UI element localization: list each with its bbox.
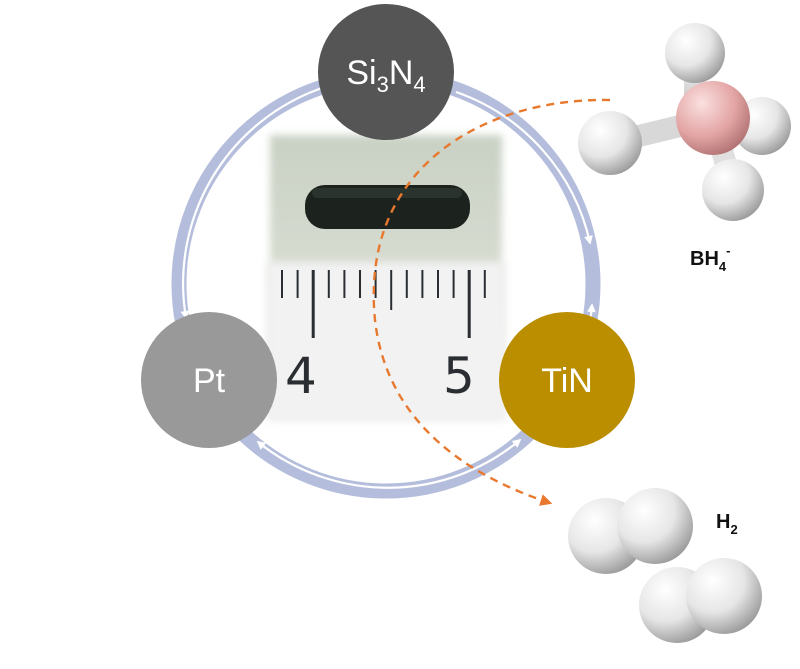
reaction-path-arrow: [372, 98, 611, 506]
node-si3n4-label: Si3N4: [346, 54, 425, 97]
node-si3n4: Si3N4: [318, 4, 454, 140]
bh4-formula: BH4-: [690, 243, 730, 274]
node-tin: TiN: [499, 312, 635, 448]
sample-highlight: [312, 188, 462, 198]
h2-molecule-lower: [639, 558, 762, 643]
cycle-arrow-bottom: [256, 438, 522, 489]
hydrogen-atom-top: [665, 23, 725, 83]
node-tin-circle: [499, 312, 635, 448]
cycle-arrow-left: [180, 86, 323, 320]
ruler-ticks: [281, 270, 486, 338]
ruler-surface: [266, 262, 506, 422]
node-pt-label: Pt: [193, 362, 226, 400]
node-pt-circle: [141, 312, 277, 448]
hydrogen-atom-bottom: [702, 159, 764, 221]
node-si3n4-circle: [318, 4, 454, 140]
h2-lower-atom-right: [686, 558, 762, 634]
ruler-label-4: 4: [285, 347, 317, 405]
h2-molecule-upper: [568, 488, 693, 574]
boron-atom: [676, 81, 750, 155]
bh4-molecule: [578, 23, 791, 221]
h2-upper-atom-right: [617, 488, 693, 564]
node-tin-label: TiN: [541, 362, 593, 400]
cycle-arrow-top-right: [455, 90, 593, 245]
hydrogen-atom-left: [578, 111, 642, 175]
ruler-label-5: 5: [443, 347, 475, 405]
node-pt: Pt: [141, 312, 277, 448]
sample-photo: 4 5: [266, 135, 506, 422]
h2-formula: H2: [716, 511, 738, 537]
